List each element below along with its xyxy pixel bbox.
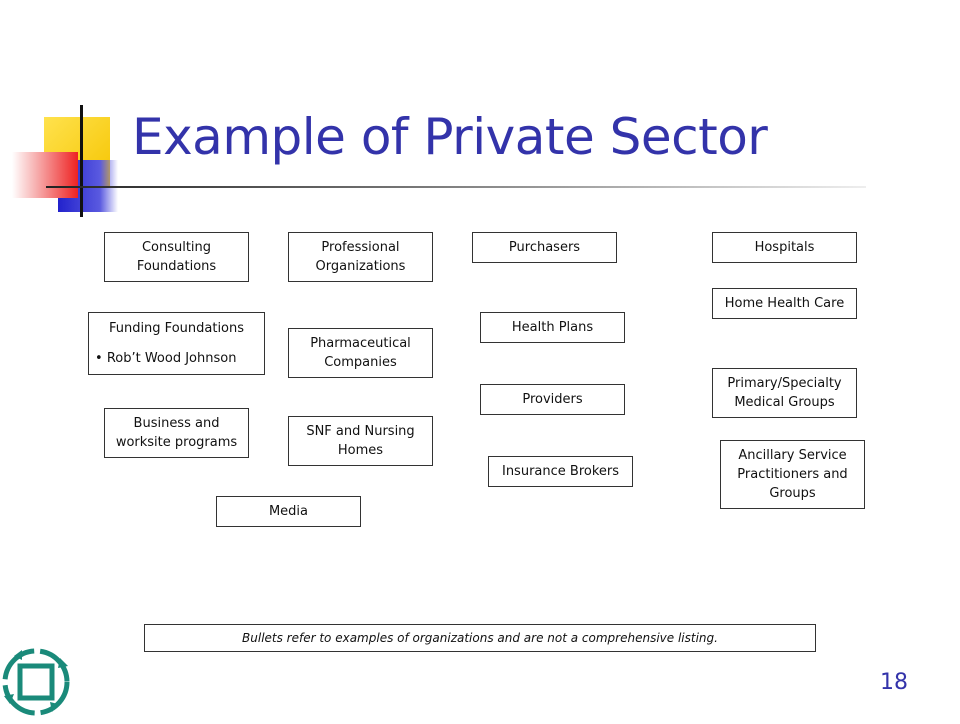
box-pharmaceutical-companies: Pharmaceutical Companies — [288, 328, 433, 378]
box-ancillary-service: Ancillary Service Practitioners and Grou… — [720, 440, 865, 509]
box-label: SNF and Nursing Homes — [306, 424, 415, 458]
box-label: Primary/Specialty Medical Groups — [727, 376, 842, 410]
box-hospitals: Hospitals — [712, 232, 857, 263]
box-label: Consulting Foundations — [136, 240, 217, 274]
box-funding-foundations: Funding Foundations • Rob’t Wood Johnson — [88, 312, 265, 375]
box-label: Media — [268, 504, 309, 519]
box-home-health-care: Home Health Care — [712, 288, 857, 319]
box-providers: Providers — [480, 384, 625, 415]
box-media: Media — [216, 496, 361, 527]
corner-vertical-line — [80, 105, 83, 217]
footnote-box: Bullets refer to examples of organizatio… — [144, 624, 816, 652]
slide-title: Example of Private Sector — [132, 108, 768, 166]
box-label: Professional Organizations — [315, 240, 406, 274]
page-number: 18 — [880, 670, 908, 695]
box-primary-specialty: Primary/Specialty Medical Groups — [712, 368, 857, 418]
bullet-item: • Rob’t Wood Johnson — [95, 351, 237, 366]
box-label: Health Plans — [511, 320, 594, 335]
box-label: Insurance Brokers — [501, 464, 620, 479]
box-label: Pharmaceutical Companies — [310, 336, 411, 370]
box-purchasers: Purchasers — [472, 232, 617, 263]
title-underline — [46, 186, 866, 188]
box-health-plans: Health Plans — [480, 312, 625, 343]
box-label: Purchasers — [508, 240, 581, 255]
bullet-text: Rob’t Wood Johnson — [106, 351, 237, 366]
box-snf-nursing-homes: SNF and Nursing Homes — [288, 416, 433, 466]
footnote-text: Bullets refer to examples of organizatio… — [242, 631, 718, 645]
box-label: Providers — [522, 392, 583, 407]
box-professional-organizations: Professional Organizations — [288, 232, 433, 282]
corner-red-block — [12, 152, 78, 198]
box-business-worksite: Business and worksite programs — [104, 408, 249, 458]
box-label: Ancillary Service Practitioners and Grou… — [737, 448, 848, 501]
box-label: Hospitals — [754, 240, 815, 255]
box-consulting-foundations: Consulting Foundations — [104, 232, 249, 282]
box-label: Home Health Care — [724, 296, 845, 311]
box-label: Funding Foundations — [108, 321, 245, 336]
recycle-square-icon — [0, 644, 74, 720]
box-insurance-brokers: Insurance Brokers — [488, 456, 633, 487]
box-label: Business and worksite programs — [115, 416, 238, 450]
